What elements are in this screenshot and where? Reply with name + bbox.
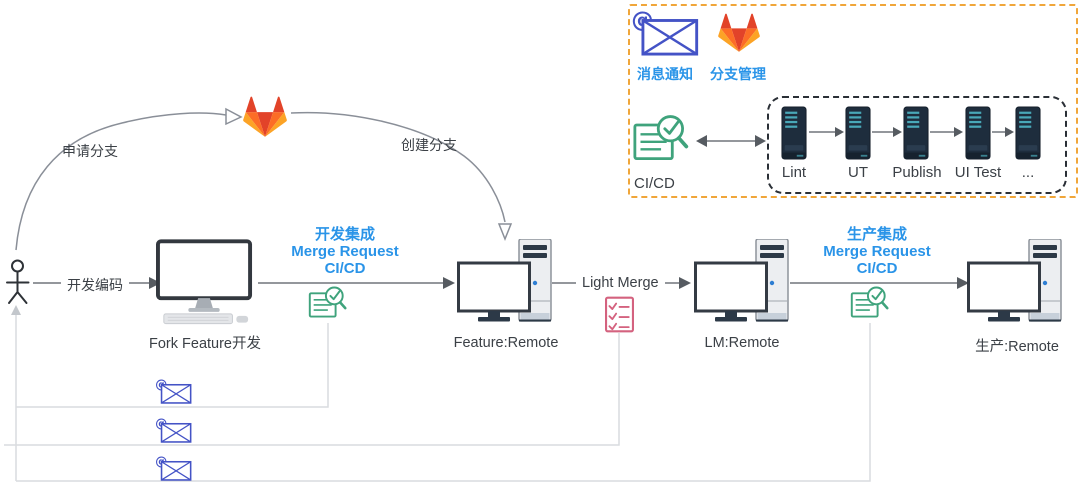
feature-remote-label: Feature:Remote [453, 335, 559, 351]
dev-integration-cicd: CI/CD [324, 260, 366, 277]
dev-integration-label: 开发集成 Merge Request CI/CD [260, 226, 430, 277]
email-notify-icon-2 [155, 417, 192, 443]
flow-arrowheads [149, 277, 969, 289]
cicd-prod-icon [850, 283, 891, 323]
developer-figure [6, 259, 30, 304]
email-legend-icon [630, 8, 700, 56]
email-notify-icon-1 [155, 378, 192, 404]
create-branch-label: 创建分支 [401, 137, 457, 153]
fork-workstation-label: Fork Feature开发 [149, 336, 261, 352]
pipeline-server-icon-more [1015, 106, 1041, 160]
dev-integration-title: 开发集成 [314, 226, 375, 243]
cicd-legend-label: CI/CD [634, 175, 675, 192]
dev-coding-label: 开发编码 [61, 275, 129, 295]
pipeline-server-icon-ut [845, 106, 871, 160]
create-branch-arrowhead [497, 223, 513, 242]
pipeline-server-icon-uitest [965, 106, 991, 160]
create-branch-curve [290, 111, 506, 223]
lm-remote-icon [694, 239, 790, 325]
pipeline-panel [767, 96, 1067, 194]
prod-integration-cicd: CI/CD [856, 260, 898, 277]
cicd-legend-icon [632, 110, 692, 168]
pipeline-stage-lint: Lint [781, 164, 807, 181]
pipeline-stage-ut: UT [848, 164, 868, 181]
prod-integration-mr: Merge Request [823, 243, 931, 260]
pipeline-stage-uitest: UI Test [954, 164, 1002, 181]
pipeline-stage-publish: Publish [892, 164, 942, 181]
gitlab-legend-icon [718, 13, 760, 53]
apply-branch-label: 申请分支 [62, 143, 118, 159]
apply-branch-curve [15, 112, 227, 251]
email-notify-icon-3 [155, 455, 192, 481]
light-merge-checklist-icon [604, 296, 635, 333]
cicd-dev-icon [308, 283, 349, 323]
lm-remote-label: LM:Remote [704, 335, 780, 351]
fork-workstation-icon [156, 239, 254, 326]
pipeline-server-icon-lint [781, 106, 807, 160]
apply-branch-arrowhead [225, 107, 243, 126]
feature-remote-icon [457, 239, 553, 325]
prod-remote-label: 生产:Remote [975, 339, 1059, 355]
dev-integration-mr: Merge Request [291, 243, 399, 260]
pipeline-stage-more: ... [1021, 164, 1035, 181]
prod-remote-icon [967, 239, 1063, 325]
gitlab-icon [242, 96, 288, 138]
prod-integration-title: 生产集成 [846, 226, 907, 243]
notification-label: 消息通知 [637, 66, 693, 82]
legend-panel [628, 4, 1078, 198]
notify-up-arrowhead [11, 305, 21, 315]
light-merge-label: Light Merge [576, 275, 665, 291]
prod-integration-label: 生产集成 Merge Request CI/CD [792, 226, 962, 277]
pipeline-server-icon-publish [903, 106, 929, 160]
branch-management-label: 分支管理 [710, 66, 766, 82]
